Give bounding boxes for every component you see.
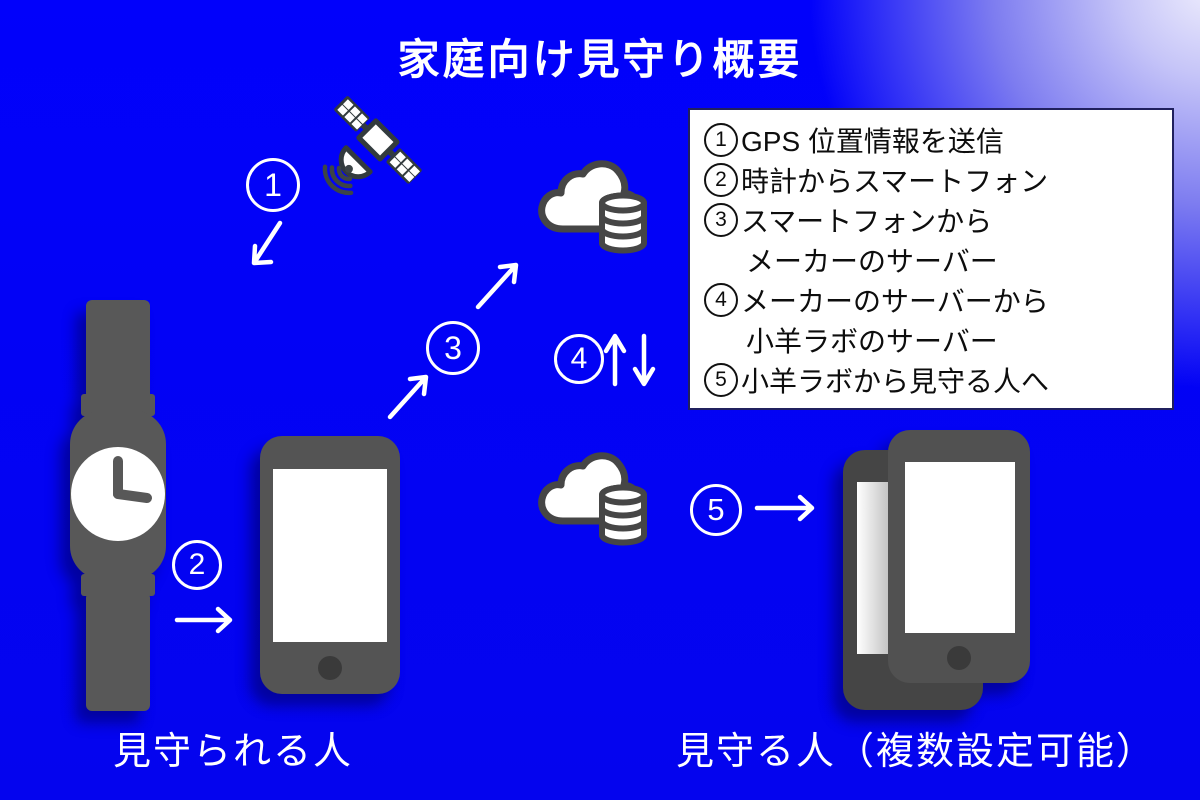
step-4-badge: 4 xyxy=(554,334,604,384)
smartphone-back-screen xyxy=(857,482,889,654)
step-4-number: 4 xyxy=(570,342,588,375)
smartphone-front xyxy=(888,430,1030,683)
legend-num-4: 4 xyxy=(704,283,738,317)
legend-item-4-cont: 小羊ラボのサーバー xyxy=(704,320,1158,360)
page-title: 家庭向け見守り概要 xyxy=(397,36,803,83)
legend-text-2: 時計からスマートフォン xyxy=(741,166,1049,197)
watcher-person-label: 見守る人（複数設定可能） xyxy=(676,731,1157,773)
smartphone-icon xyxy=(260,436,400,694)
step-4-down-arrow-icon xyxy=(632,333,656,387)
step-3-arrow-lower-icon xyxy=(387,374,429,420)
step-5-badge: 5 xyxy=(690,484,742,536)
legend-text-5: 小羊ラボから見守る人へ xyxy=(741,366,1050,397)
step-5-arrow-icon xyxy=(754,494,815,522)
step-3-number: 3 xyxy=(444,329,462,366)
legend-text-3b: メーカーのサーバー xyxy=(746,246,998,277)
watch-icon xyxy=(70,300,166,711)
step-1-number: 1 xyxy=(264,166,282,203)
legend-num-5: 5 xyxy=(704,363,738,397)
smartphone-home-button xyxy=(318,656,342,680)
legend-text-4: メーカーのサーバーから xyxy=(741,286,1049,317)
step-2-arrow-icon xyxy=(174,606,233,634)
smartphone-front-home-button xyxy=(947,646,971,670)
legend-num-3: 3 xyxy=(704,203,738,237)
smartphone-pair-icon xyxy=(840,428,1040,716)
legend-item-1: 1 GPS 位置情報を送信 xyxy=(704,120,1158,160)
step-2-badge: 2 xyxy=(172,540,222,590)
step-5-number: 5 xyxy=(707,492,725,527)
legend-num-1: 1 xyxy=(704,123,738,157)
legend-text-4b: 小羊ラボのサーバー xyxy=(746,326,998,357)
legend-item-3-cont: メーカーのサーバー xyxy=(704,240,1158,280)
step-1-badge: 1 xyxy=(246,158,300,212)
legend-item-4: 4 メーカーのサーバーから xyxy=(704,280,1158,320)
legend-item-5: 5 小羊ラボから見守る人へ xyxy=(704,360,1158,400)
legend-item-2: 2 時計からスマートフォン xyxy=(704,160,1158,200)
smartphone-screen xyxy=(273,469,387,642)
legend-text-3: スマートフォンから xyxy=(741,206,993,237)
watched-person-label: 見守られる人 xyxy=(113,731,354,773)
step-3-arrow-upper-icon xyxy=(475,262,519,310)
legend-box: 1 GPS 位置情報を送信 2 時計からスマートフォン 3 スマートフォンから … xyxy=(688,108,1174,410)
legend-item-3: 3 スマートフォンから xyxy=(704,200,1158,240)
step-4-up-arrow-icon xyxy=(603,333,627,387)
legend-num-2: 2 xyxy=(704,163,738,197)
smartphone-front-screen xyxy=(905,462,1015,633)
cloud-database-icon xyxy=(538,452,647,546)
step-3-badge: 3 xyxy=(426,321,480,375)
cloud-database-icon xyxy=(538,160,647,254)
step-1-arrow-icon xyxy=(251,220,283,266)
step-2-number: 2 xyxy=(188,548,206,581)
legend-text-1: GPS 位置情報を送信 xyxy=(741,126,1004,157)
satellite-icon xyxy=(322,96,422,196)
